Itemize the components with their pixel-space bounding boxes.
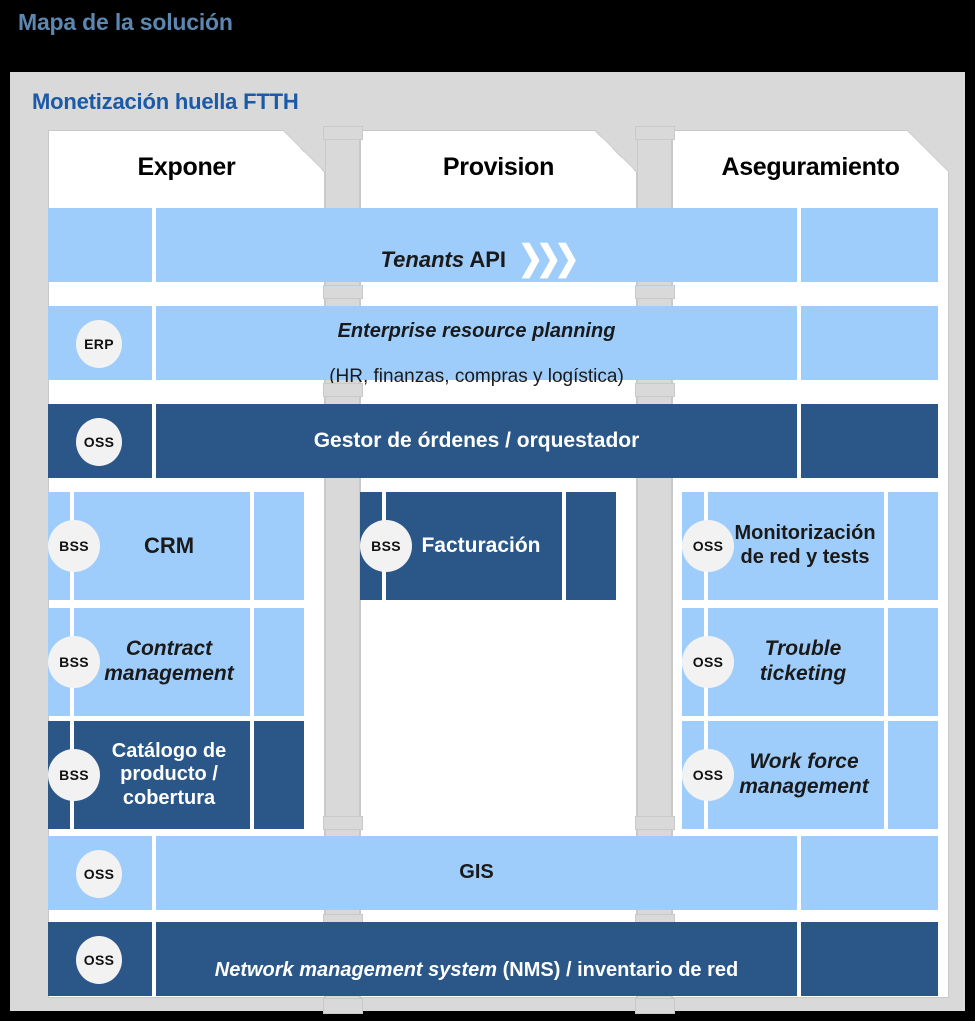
card-monitorizacion-red[interactable]: OSS Monitorización de red y tests [682,492,938,600]
card-body-segment [74,608,250,716]
badge-oss: OSS [76,936,122,984]
column-header-aseguramiento: Aseguramiento [721,153,900,181]
gutter-stub [323,126,363,140]
card-body-segment [74,721,250,829]
solution-map-diagram: Exponer Provision Aseguramiento [38,126,949,1014]
gutter-stub-bottom [635,998,675,1014]
badge-bss: BSS [48,520,100,572]
row-body-segment [156,306,797,380]
row-tail-segment [801,208,938,282]
card-tail-segment [888,492,938,600]
row-badge-segment [48,208,152,282]
gutter-stub [635,383,675,397]
card-work-force-management[interactable]: OSS Work force management [682,721,938,829]
row-body-segment [156,208,797,282]
card-tail-segment [254,721,304,829]
panel-notch-edge [282,130,325,173]
card-tail-segment [566,492,616,600]
badge-erp: ERP [76,320,122,368]
badge-oss: OSS [682,520,734,572]
card-body-segment [74,492,250,600]
badge-oss: OSS [76,850,122,898]
column-gutter-left-mid [325,479,360,819]
panel-notch-edge [594,130,637,173]
row-tail-segment [801,922,938,996]
row-body-segment [156,404,797,478]
solution-map-panel: Monetización huella FTTH Exponer Provisi… [10,72,965,1014]
row-tail-segment [801,836,938,910]
row-tail-segment [801,404,938,478]
panel-title: Monetización huella FTTH [32,89,299,114]
row-body-segment [156,922,797,996]
gutter-stub [635,816,675,830]
gutter-stub [635,285,675,299]
card-crm[interactable]: BSS CRM [48,492,304,600]
card-tail-segment [254,492,304,600]
gutter-stub-bottom [323,998,363,1014]
badge-oss: OSS [682,749,734,801]
card-catalogo-producto[interactable]: BSS Catálogo de producto / cobertura [48,721,304,829]
panel-notch-edge [906,130,949,173]
row-nms[interactable]: OSS Network management system (NMS) / in… [48,922,938,996]
card-tail-segment [254,608,304,716]
gutter-stub [323,383,363,397]
page-title: Mapa de la solución [18,9,233,35]
card-body-segment [708,721,884,829]
column-header-provision: Provision [442,153,555,181]
gutter-stub [323,285,363,299]
row-tenants-api[interactable]: Tenants API❯❯❯ [48,208,938,282]
column-header-exponer: Exponer [137,153,236,181]
badge-bss: BSS [360,520,412,572]
badge-oss: OSS [682,636,734,688]
column-gutter-right-mid [637,479,672,819]
card-tail-segment [888,721,938,829]
gutter-stub [635,126,675,140]
row-gis[interactable]: OSS GIS [48,836,938,910]
badge-bss: BSS [48,749,100,801]
card-body-segment [708,608,884,716]
gutter-stub [323,816,363,830]
row-order-manager[interactable]: OSS Gestor de órdenes / orquestador [48,404,938,478]
card-body-segment [708,492,884,600]
card-trouble-ticketing[interactable]: OSS Trouble ticketing [682,608,938,716]
card-facturacion[interactable]: BSS Facturación [360,492,616,600]
row-body-segment [156,836,797,910]
card-tail-segment [888,608,938,716]
row-erp[interactable]: ERP Enterprise resource planning (HR, fi… [48,306,938,387]
badge-oss: OSS [76,418,122,466]
card-contract-management[interactable]: BSS Contract management [48,608,304,716]
badge-bss: BSS [48,636,100,688]
card-body-segment [386,492,562,600]
row-tail-segment [801,306,938,380]
